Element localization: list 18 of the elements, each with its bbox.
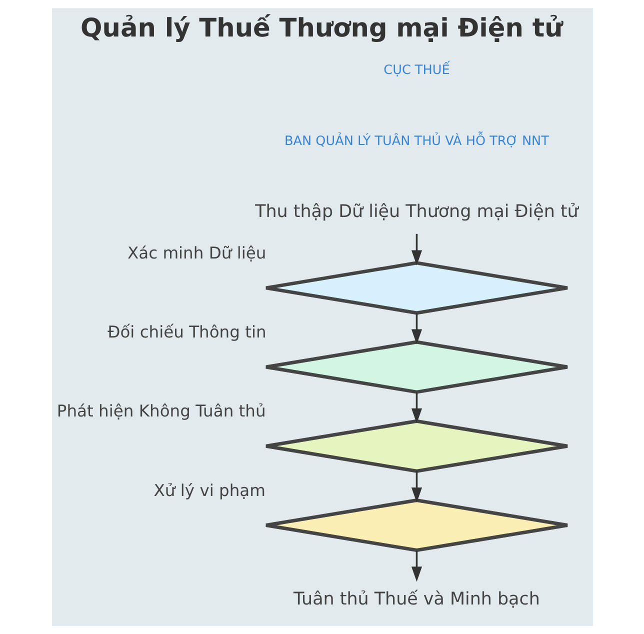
arrow: [410, 471, 422, 503]
node-diamond: [264, 340, 569, 394]
node-diamond: [264, 261, 569, 315]
node-label: Đối chiếu Thông tin: [107, 322, 266, 342]
label: CỤC THUẾ: [383, 63, 450, 78]
node-diamond: [264, 498, 569, 552]
node-diamond: [264, 419, 569, 473]
diagram-title: Quản lý Thuế Thương mại Điện tử: [80, 14, 562, 44]
arrow: [410, 234, 422, 266]
node-label: Xác minh Dữ liệu: [126, 243, 266, 262]
node-text: Thu thập Dữ liệu Thương mại Điện tử: [254, 202, 578, 222]
arrow: [410, 550, 422, 582]
node-label: Xử lý vi phạm: [153, 480, 265, 500]
arrow: [410, 312, 422, 344]
node-label: Phát hiện Không Tuân thủ: [56, 402, 266, 421]
label: BAN QUẢN LÝ TUÂN THỦ VÀ HỖ TRỢ NNT: [284, 134, 548, 150]
node-text: Tuân thủ Thuế và Minh bạch: [293, 589, 540, 610]
arrow: [410, 392, 422, 424]
